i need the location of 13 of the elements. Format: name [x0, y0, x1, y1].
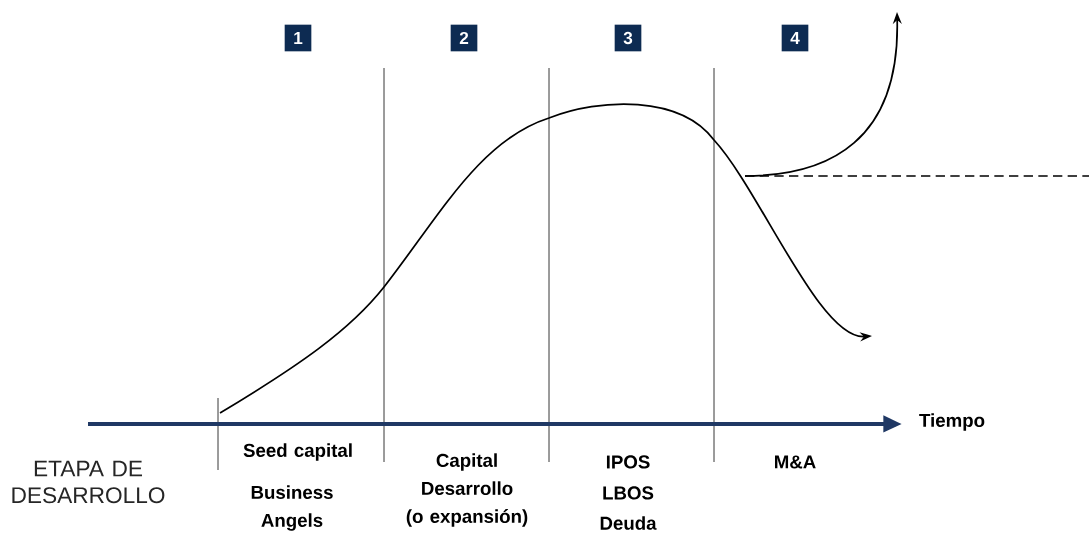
axis-label: Tiempo: [919, 413, 985, 431]
stage-label: IPOS: [606, 455, 650, 469]
number-box: 4: [781, 24, 809, 52]
stage-label: M&A: [775, 455, 816, 469]
stage-label: LBOS: [603, 486, 654, 500]
stage-label: Business Angels: [251, 485, 333, 531]
number-box: 2: [450, 24, 478, 52]
number-box: 1: [284, 24, 312, 52]
stage-label: Capital Desarrollo (o expansión): [406, 453, 528, 527]
stage-label: Deuda: [600, 516, 657, 530]
stage-label: Seed capital: [243, 443, 352, 461]
number-box: 3: [614, 24, 642, 52]
stage-heading: ETAPA DE DESARROLLO: [12, 460, 165, 504]
